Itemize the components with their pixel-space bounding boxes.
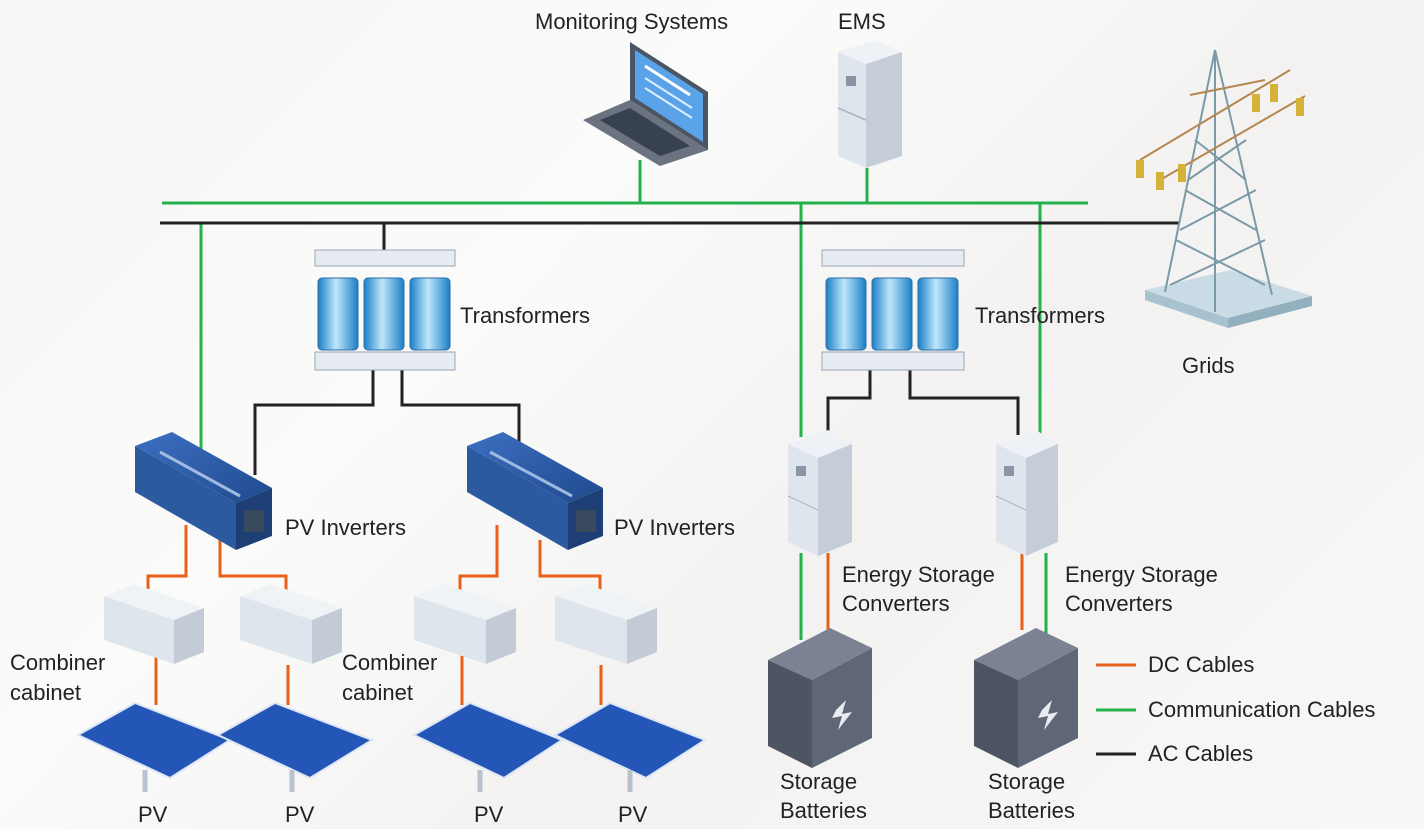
battery-1-icon (768, 628, 872, 768)
legend-label-dc: DC Cables (1148, 652, 1255, 677)
label-battery-2-line2: Batteries (988, 798, 1075, 823)
combiner-2-icon (240, 584, 342, 664)
esc-2-icon (995, 430, 1058, 556)
combiner-4-icon (555, 584, 657, 664)
solar-panel-1-icon (75, 701, 233, 792)
legend-label-ac: AC Cables (1148, 741, 1254, 766)
label-esc-1-line1: Energy Storage (842, 562, 995, 587)
communication-cables (162, 160, 1088, 640)
label-monitoring-systems: Monitoring Systems (535, 9, 729, 34)
label-esc-2-line1: Energy Storage (1065, 562, 1218, 587)
dc-cables (146, 525, 1024, 705)
label-combiner-1-line2: cabinet (10, 680, 81, 705)
laptop-icon (583, 42, 708, 166)
label-esc-2-line2: Converters (1065, 591, 1173, 616)
legend-swatches (1096, 663, 1136, 756)
label-pv-2: PV (285, 802, 315, 827)
label-combiner-2-line1: Combiner (342, 650, 438, 675)
label-pv-inverters-1: PV Inverters (285, 515, 407, 540)
label-battery-2-line1: Storage (988, 769, 1066, 794)
solar-panel-3-icon (411, 701, 565, 792)
transformer-right-icon (821, 249, 965, 371)
label-esc-1-line2: Converters (842, 591, 950, 616)
ac-cables (160, 221, 1180, 475)
solar-panel-2-icon (215, 701, 375, 792)
label-ems: EMS (838, 9, 886, 34)
label-pv-inverters-2: PV Inverters (614, 515, 736, 540)
grid-tower-icon (1136, 49, 1312, 328)
battery-2-icon (974, 628, 1078, 768)
esc-1-icon (787, 430, 852, 556)
label-battery-1-line2: Batteries (780, 798, 867, 823)
solar-panel-4-icon (552, 701, 708, 792)
combiner-3-icon (414, 584, 516, 664)
ems-cabinet-icon (837, 40, 902, 168)
combiner-1-icon (104, 584, 204, 664)
label-transformers-right: Transformers (975, 303, 1105, 328)
label-combiner-1-line1: Combiner (10, 650, 106, 675)
label-battery-1-line1: Storage (780, 769, 858, 794)
label-transformers-left: Transformers (460, 303, 590, 328)
transformer-left-icon (314, 249, 456, 371)
pv-inverter-1-icon (135, 432, 272, 550)
label-pv-1: PV (138, 802, 168, 827)
label-grids: Grids (1182, 353, 1235, 378)
legend-label-comm: Communication Cables (1148, 697, 1376, 722)
label-pv-4: PV (618, 802, 648, 827)
label-pv-3: PV (474, 802, 504, 827)
label-combiner-2-line2: cabinet (342, 680, 413, 705)
pv-inverter-2-icon (467, 432, 603, 550)
